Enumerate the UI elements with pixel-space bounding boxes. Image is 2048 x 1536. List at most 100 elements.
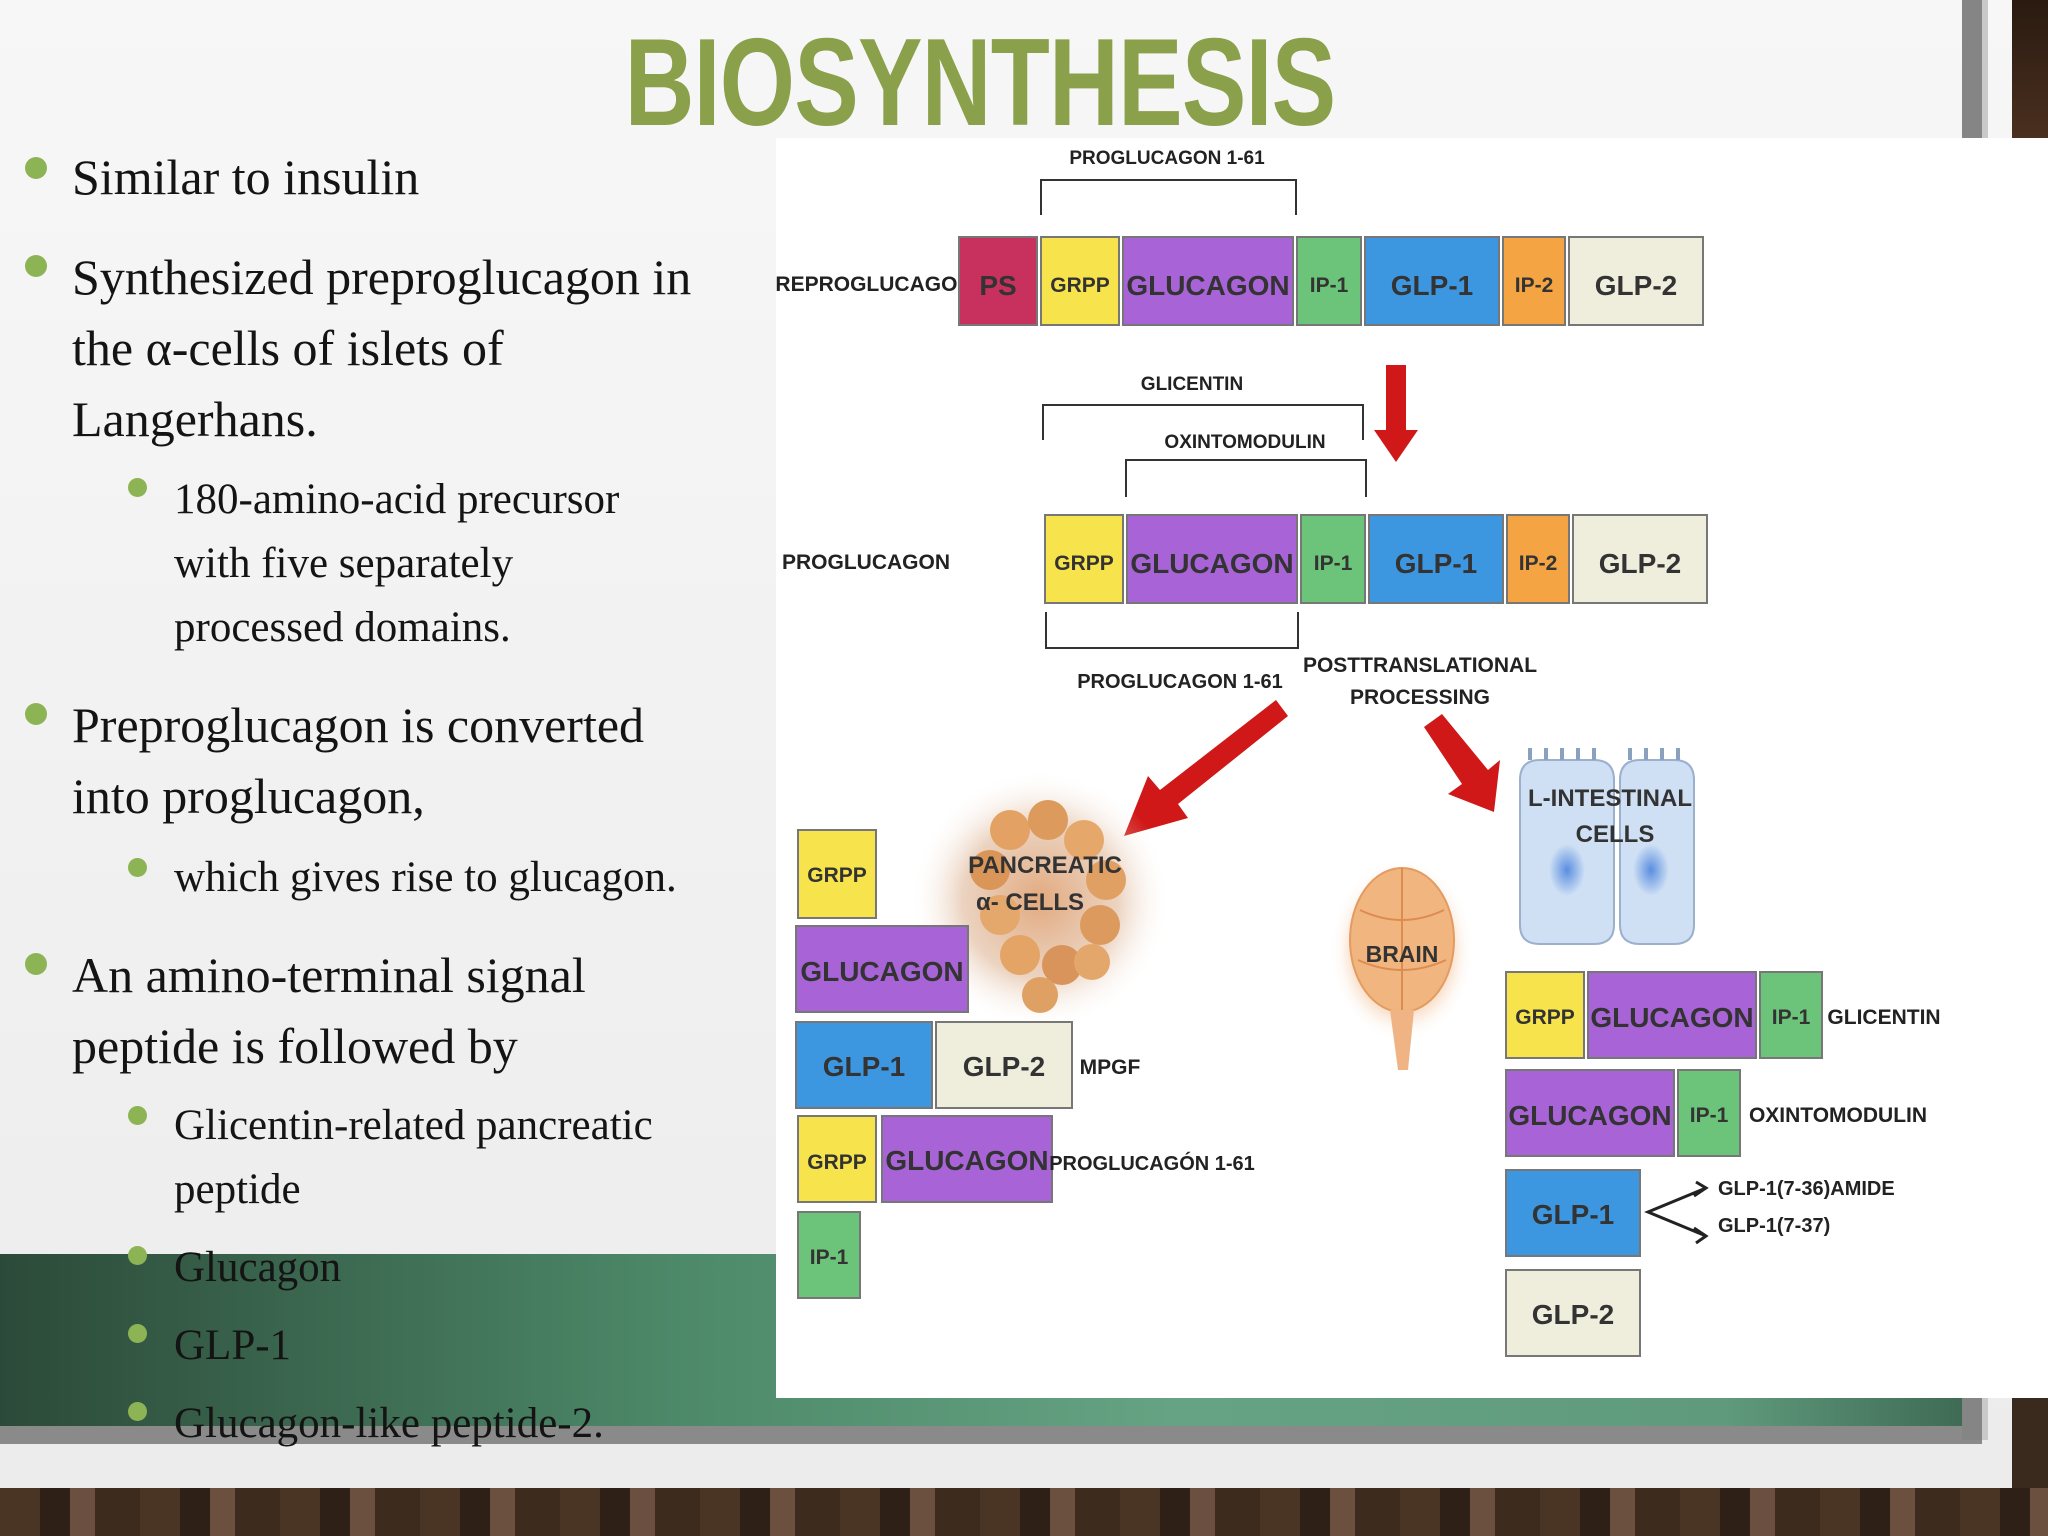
segment-glp1-label: GLP-1: [823, 1051, 905, 1082]
label-glicentin-right: GLICENTIN: [1827, 1006, 1940, 1029]
slide-title: BIOSYNTHESIS: [624, 14, 1337, 152]
bracket-glicentin: [1042, 404, 1364, 440]
segment-glp1-label: GLP-1: [1532, 1199, 1614, 1230]
arrow-to-pancreas-icon: [1124, 700, 1288, 836]
segment-glp2-label: GLP-2: [1599, 548, 1681, 579]
bullet-dot: [128, 478, 147, 497]
segment-glp2-label: GLP-2: [1595, 270, 1677, 301]
label-proglucagon-1-61-low: PROGLUCAGÓN 1-61: [1049, 1151, 1255, 1175]
segment-ip1: [1300, 514, 1366, 604]
label-pancreatic: PANCREATIC: [968, 852, 1122, 879]
arrow-down-icon: [1374, 365, 1418, 462]
label-processing: PROCESSING: [1350, 686, 1490, 709]
label-glp1-7-37: GLP-1(7-37): [1718, 1215, 1830, 1237]
subbullet-glp2: Glucagon-like peptide-2.: [174, 1400, 604, 1447]
bullet-dot: [128, 1246, 147, 1265]
intestinal-products: GRPP GLUCAGON IP-1 GLICENTIN GLUCAGON IP…: [1505, 971, 1941, 1357]
label-mpgf: MPGF: [1080, 1056, 1141, 1079]
segment-glp1: [795, 1021, 933, 1109]
arrow-to-intestine-icon: [1424, 714, 1500, 812]
segment-glp1: [1368, 514, 1504, 604]
segment-ps-label: PS: [979, 270, 1016, 301]
bracket-proglucagon-1-61-top: [1040, 179, 1297, 215]
segment-ps: [958, 236, 1038, 326]
segment-glucagon: [1587, 971, 1757, 1059]
segment-grpp-label: GRPP: [807, 864, 867, 887]
segment-ip2: [1506, 514, 1570, 604]
segment-glp2-label: GLP-2: [963, 1051, 1045, 1082]
bullet-dot: [128, 858, 147, 877]
gray-band: [0, 1426, 1982, 1444]
segment-glucagon-label: GLUCAGON: [1130, 548, 1293, 579]
segment-glucagon: [881, 1115, 1053, 1203]
label-oxintomodulin: OXINTOMODULIN: [1164, 432, 1325, 453]
label-posttranslational: POSTTRANSLATIONAL: [1303, 654, 1537, 677]
segment-grpp-label: GRPP: [1515, 1006, 1575, 1029]
subbullet-glucagon: which gives rise to glucagon.: [174, 854, 677, 901]
segment-glp1-label: GLP-1: [1395, 548, 1477, 579]
segment-grpp: [1505, 971, 1585, 1059]
intestinal-cells-illustration: [1519, 748, 1695, 945]
label-glicentin: GLICENTIN: [1141, 374, 1243, 395]
bullet-dot: [25, 703, 47, 725]
proglucagon-row: GRPP GLUCAGON IP-1 GLP-1 IP-2 GLP-2: [1044, 514, 1708, 604]
background-texture: [0, 1488, 2048, 1536]
segment-grpp: [1040, 236, 1120, 326]
bracket-proglucagon-1-61-mid: [1045, 612, 1299, 649]
segment-glucagon-label: GLUCAGON: [800, 956, 963, 987]
segment-glucagon: [1126, 514, 1298, 604]
proglucagon-processing-diagram: PROGLUCAGON 1-61 PREPROGLUCAGON PS GRPP …: [776, 138, 2048, 1398]
label-cells: CELLS: [1576, 821, 1655, 848]
segment-ip1-label: IP-1: [1310, 274, 1349, 297]
bullet-dot: [25, 157, 47, 179]
diagram-panel: [776, 138, 2048, 1398]
label-proglucagon-1-61-mid: PROGLUCAGON 1-61: [1077, 671, 1283, 693]
segment-grpp: [1044, 514, 1124, 604]
segment-ip1-label: IP-1: [1314, 552, 1353, 575]
label-proglucagon: PROGLUCAGON: [782, 551, 950, 574]
segment-ip1: [1677, 1069, 1741, 1157]
segment-grpp-label: GRPP: [807, 1151, 867, 1174]
segment-glucagon: [1505, 1069, 1675, 1157]
bullet-dot: [128, 1402, 147, 1421]
label-proglucagon-1-61-top: PROGLUCAGON 1-61: [1069, 148, 1265, 169]
segment-glucagon: [1122, 236, 1294, 326]
segment-grpp-label: GRPP: [1054, 552, 1114, 575]
bullet-similar-insulin: Similar to insulin: [72, 149, 420, 205]
segment-ip1: [797, 1211, 861, 1299]
subbullet-glp1: GLP-1: [174, 1322, 292, 1369]
segment-ip1-label: IP-1: [1772, 1006, 1811, 1029]
label-preproglucagon: PREPROGLUCAGON: [776, 273, 973, 296]
subbullet-precursor: 180-amino-acid precursor with five separ…: [174, 476, 620, 651]
segment-grpp-label: GRPP: [1050, 274, 1110, 297]
bullet-dot: [25, 953, 47, 975]
segment-glp2: [1568, 236, 1704, 326]
label-glp1-amide: GLP-1(7-36)AMIDE: [1718, 1178, 1895, 1200]
pancreatic-cells-illustration: [910, 770, 1170, 1030]
bracket-oxintomodulin: [1125, 459, 1367, 497]
segment-ip1: [1296, 236, 1362, 326]
segment-ip2: [1502, 236, 1566, 326]
label-alpha-cells: α- CELLS: [976, 889, 1084, 916]
segment-glucagon-label: GLUCAGON: [885, 1145, 1048, 1176]
label-brain: BRAIN: [1366, 941, 1439, 967]
bullet-dot: [128, 1324, 147, 1343]
segment-ip1: [1759, 971, 1823, 1059]
segment-grpp: [797, 829, 877, 919]
segment-glucagon-label: GLUCAGON: [1508, 1100, 1671, 1131]
bullet-signal-peptide: An amino-terminal signal peptide is foll…: [72, 947, 586, 1074]
segment-glp2: [935, 1021, 1073, 1109]
segment-glucagon: [795, 925, 969, 1013]
segment-ip2-label: IP-2: [1515, 274, 1554, 297]
subbullet-glicentin: Glicentin-related pancreatic peptide: [174, 1102, 653, 1213]
segment-grpp: [797, 1115, 877, 1203]
bullet-synthesized: Synthesized preproglucagon in the α-cell…: [72, 249, 692, 447]
segment-glucagon-label: GLUCAGON: [1126, 270, 1289, 301]
segment-glp1-label: GLP-1: [1391, 270, 1473, 301]
preproglucagon-row: PS GRPP GLUCAGON IP-1 GLP-1 IP-2 GLP-2: [958, 236, 1704, 326]
bullet-converted: Preproglucagon is converted into progluc…: [72, 697, 645, 824]
subbullet-glucagon-2: Glucagon: [174, 1244, 342, 1291]
label-l-intestinal: L-INTESTINAL: [1528, 785, 1692, 812]
segment-glp2: [1572, 514, 1708, 604]
segment-ip1-label: IP-1: [1690, 1104, 1729, 1127]
